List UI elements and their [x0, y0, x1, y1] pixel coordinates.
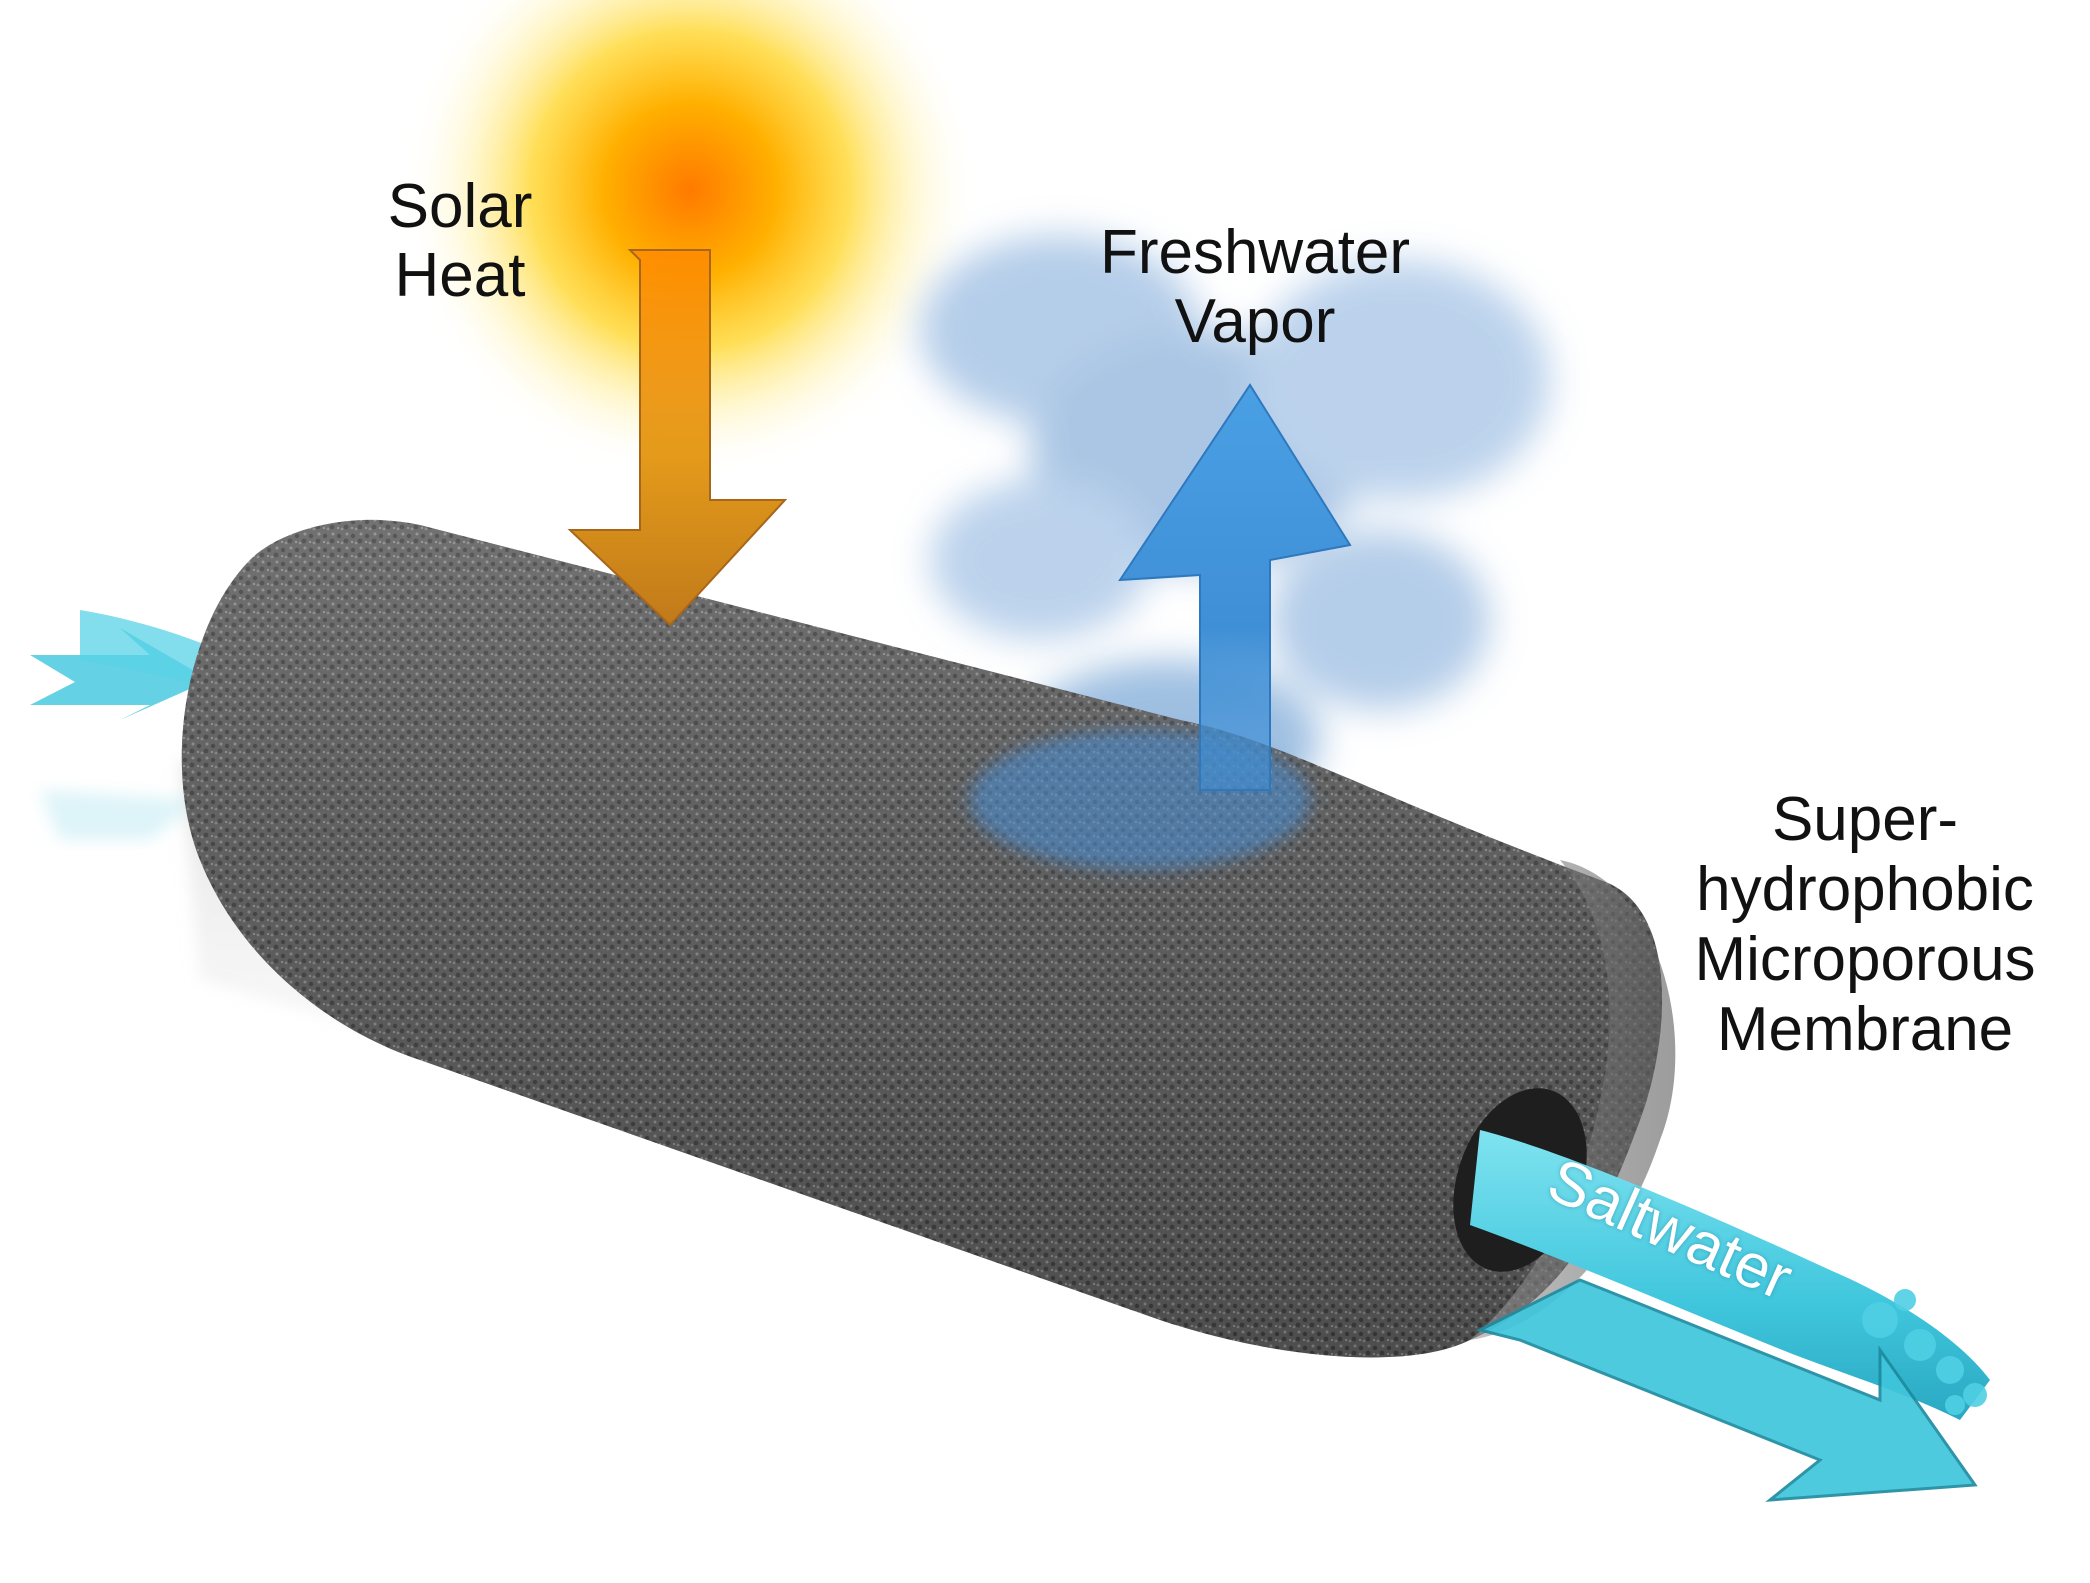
arrow-up-icon — [1118, 383, 1352, 791]
sun-icon — [400, 0, 980, 480]
freshwater-vapor-line-2: Vapor — [1174, 287, 1336, 357]
solar-heat-line-2: Heat — [394, 241, 526, 311]
freshwater-vapor-line-1: Freshwater — [1099, 218, 1411, 287]
membrane-label: Super- hydrophobic Microporous Membrane — [1660, 785, 2070, 1065]
membrane-line-2: hydrophobic — [1696, 855, 2034, 925]
membrane-line-3: Microporous — [1694, 925, 2036, 995]
arrow-down-icon — [567, 249, 788, 627]
outlet-arrow-right-icon — [1475, 1278, 1978, 1502]
membrane-line-1: Super- — [1771, 785, 1959, 854]
tube-end-cap — [1470, 860, 1676, 1340]
inlet-arrow-right-icon — [30, 628, 210, 720]
membrane-line-4: Membrane — [1716, 995, 2014, 1065]
solar-heat-line-1: Solar — [387, 172, 533, 241]
water-droplets — [1862, 1289, 1987, 1415]
saltwater-outlet — [1470, 1130, 1990, 1502]
saltwater-stream — [1470, 1130, 1990, 1420]
freshwater-vapor-label: Freshwater Vapor — [1035, 218, 1475, 357]
solar-heat-label: Solar Heat — [330, 172, 590, 311]
